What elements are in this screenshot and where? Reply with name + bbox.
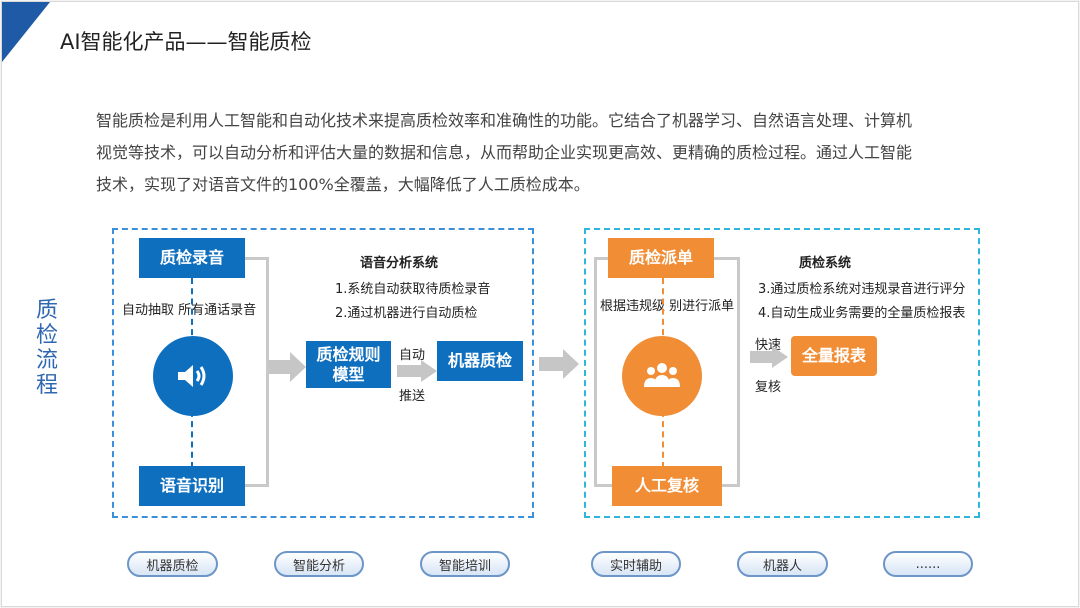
people-group-icon <box>644 363 680 387</box>
step-2: 2.通过机器进行自动质检 <box>335 306 478 321</box>
step-4: 4.自动生成业务需要的全量质检报表 <box>758 306 966 321</box>
review-circle <box>622 336 702 416</box>
pill-smart-training: 智能培训 <box>420 551 510 577</box>
dispatch-box: 质检派单 <box>608 238 714 278</box>
qc-system-panel <box>584 228 980 518</box>
intro-text: 智能质检是利用人工智能和自动化技术来提高质检效率和准确性的功能。它结合了机器学习… <box>96 105 1021 201</box>
full-report-box: 全量报表 <box>791 336 877 376</box>
rule-model-box: 质检规则 模型 <box>306 341 391 388</box>
recheck-label: 复核 <box>755 380 782 395</box>
pill-realtime-assist: 实时辅助 <box>591 551 681 577</box>
step-1: 1.系统自动获取待质检录音 <box>335 282 491 297</box>
manual-review-box: 人工复核 <box>612 466 722 506</box>
machine-qc-box: 机器质检 <box>437 341 523 381</box>
page-title: AI智能化产品——智能质检 <box>60 30 312 54</box>
qc-system-title: 质检系统 <box>799 256 852 271</box>
arrow-to-machine-qc <box>397 360 437 382</box>
arrow-between-panels <box>539 349 579 379</box>
left-bracket-line <box>244 257 269 487</box>
process-side-label: 质检流程 <box>35 298 58 398</box>
intro-line-1: 智能质检是利用人工智能和自动化技术来提高质检效率和准确性的功能。它结合了机器学习… <box>96 111 913 130</box>
intro-line-3: 技术，实现了对语音文件的100%全覆盖，大幅降低了人工质检成本。 <box>96 175 590 194</box>
speaker-circle <box>153 336 233 416</box>
dispatch-note: 根据违规级 别进行派单 <box>600 299 735 314</box>
rule-model-line-2: 模型 <box>332 364 365 384</box>
step-3: 3.通过质检系统对违规录音进行评分 <box>758 282 966 297</box>
speech-system-title: 语音分析系统 <box>360 256 439 271</box>
pill-machine-qc: 机器质检 <box>127 551 218 577</box>
auto-label: 自动 <box>399 348 426 363</box>
record-note: 自动抽取 所有通话录音 <box>122 303 257 318</box>
speech-recognition-box: 语音识别 <box>139 466 245 506</box>
speech-analysis-panel <box>112 228 534 518</box>
pill-smart-analysis: 智能分析 <box>274 551 364 577</box>
speaker-icon <box>178 365 206 387</box>
record-box: 质检录音 <box>139 238 245 278</box>
pill-more: ...... <box>883 551 973 577</box>
arrow-to-full-report <box>750 346 788 368</box>
title-accent-triangle <box>2 2 50 62</box>
intro-line-2: 视觉等技术，可以自动分析和评估大量的数据和信息，从而帮助企业实现更高效、更精确的… <box>96 143 913 162</box>
arrow-to-rule-model <box>268 352 306 382</box>
rule-model-line-1: 质检规则 <box>316 344 381 364</box>
pill-robot: 机器人 <box>737 551 828 577</box>
push-label: 推送 <box>399 389 426 404</box>
